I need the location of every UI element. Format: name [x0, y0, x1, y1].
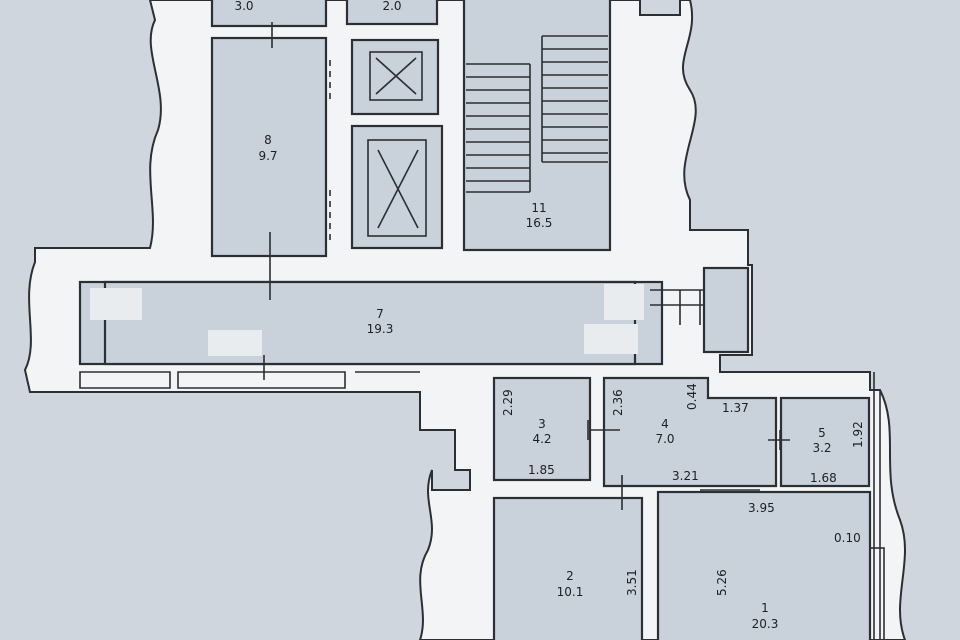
room-3-number: 3 — [538, 417, 546, 431]
dim-2-36: 2.36 — [611, 389, 625, 416]
right-niche — [702, 266, 750, 354]
room-1-number: 1 — [761, 601, 769, 615]
redaction-4 — [584, 324, 638, 354]
room-top-2-area: 2.0 — [382, 0, 401, 13]
dim-0-44: 0.44 — [685, 383, 699, 410]
column-right — [869, 547, 885, 640]
dim-1-37: 1.37 — [722, 401, 749, 415]
room-top-1-area: 3.0 — [234, 0, 253, 13]
room-top-1 — [210, 0, 328, 28]
room-7-area: 19.3 — [367, 322, 394, 336]
room-4-number: 4 — [661, 417, 669, 431]
room-1 — [656, 490, 872, 640]
room-11 — [462, 0, 612, 252]
bottom-strip — [79, 371, 420, 389]
room-8-number: 8 — [264, 133, 272, 147]
room-2-number: 2 — [566, 569, 574, 583]
dim-3-95: 3.95 — [748, 501, 775, 515]
corridor-inner — [103, 280, 637, 366]
room-3 — [492, 376, 592, 482]
redaction-3 — [604, 284, 644, 320]
dim-1-85: 1.85 — [528, 463, 555, 477]
room-11-number: 11 — [531, 201, 546, 215]
dim-3-21: 3.21 — [672, 469, 699, 483]
dim-1-92: 1.92 — [851, 421, 865, 448]
room-4-area: 7.0 — [655, 432, 674, 446]
stairs — [466, 35, 608, 193]
room-2 — [492, 496, 644, 640]
room-7-number: 7 — [376, 307, 384, 321]
wall-right — [873, 372, 881, 640]
room-8-area: 9.7 — [258, 149, 277, 163]
dim-1-68: 1.68 — [810, 471, 837, 485]
room-3-area: 4.2 — [532, 432, 551, 446]
redaction-1 — [90, 288, 142, 320]
elevator-large-cross — [377, 149, 419, 229]
dim-3-51: 3.51 — [625, 569, 639, 596]
elevator-small-inner — [369, 51, 423, 101]
room-1-area: 20.3 — [752, 617, 779, 631]
room-2-area: 10.1 — [557, 585, 584, 599]
room-top-2 — [345, 0, 439, 26]
room-5-number: 5 — [818, 426, 826, 440]
door-marks — [263, 22, 705, 380]
room-5 — [779, 396, 871, 488]
room-5-area: 3.2 — [812, 441, 831, 455]
room-11-area: 16.5 — [526, 216, 553, 230]
dim-2-29: 2.29 — [501, 389, 515, 416]
elevator-small-cross — [375, 57, 417, 95]
dim-0-10: 0.10 — [834, 531, 861, 545]
lower-door-marks — [587, 420, 790, 510]
redaction-2 — [208, 330, 262, 356]
room-8 — [210, 36, 328, 258]
dim-5-26: 5.26 — [715, 569, 729, 596]
elevator-large-inner — [367, 139, 427, 237]
room-4 — [602, 376, 778, 488]
